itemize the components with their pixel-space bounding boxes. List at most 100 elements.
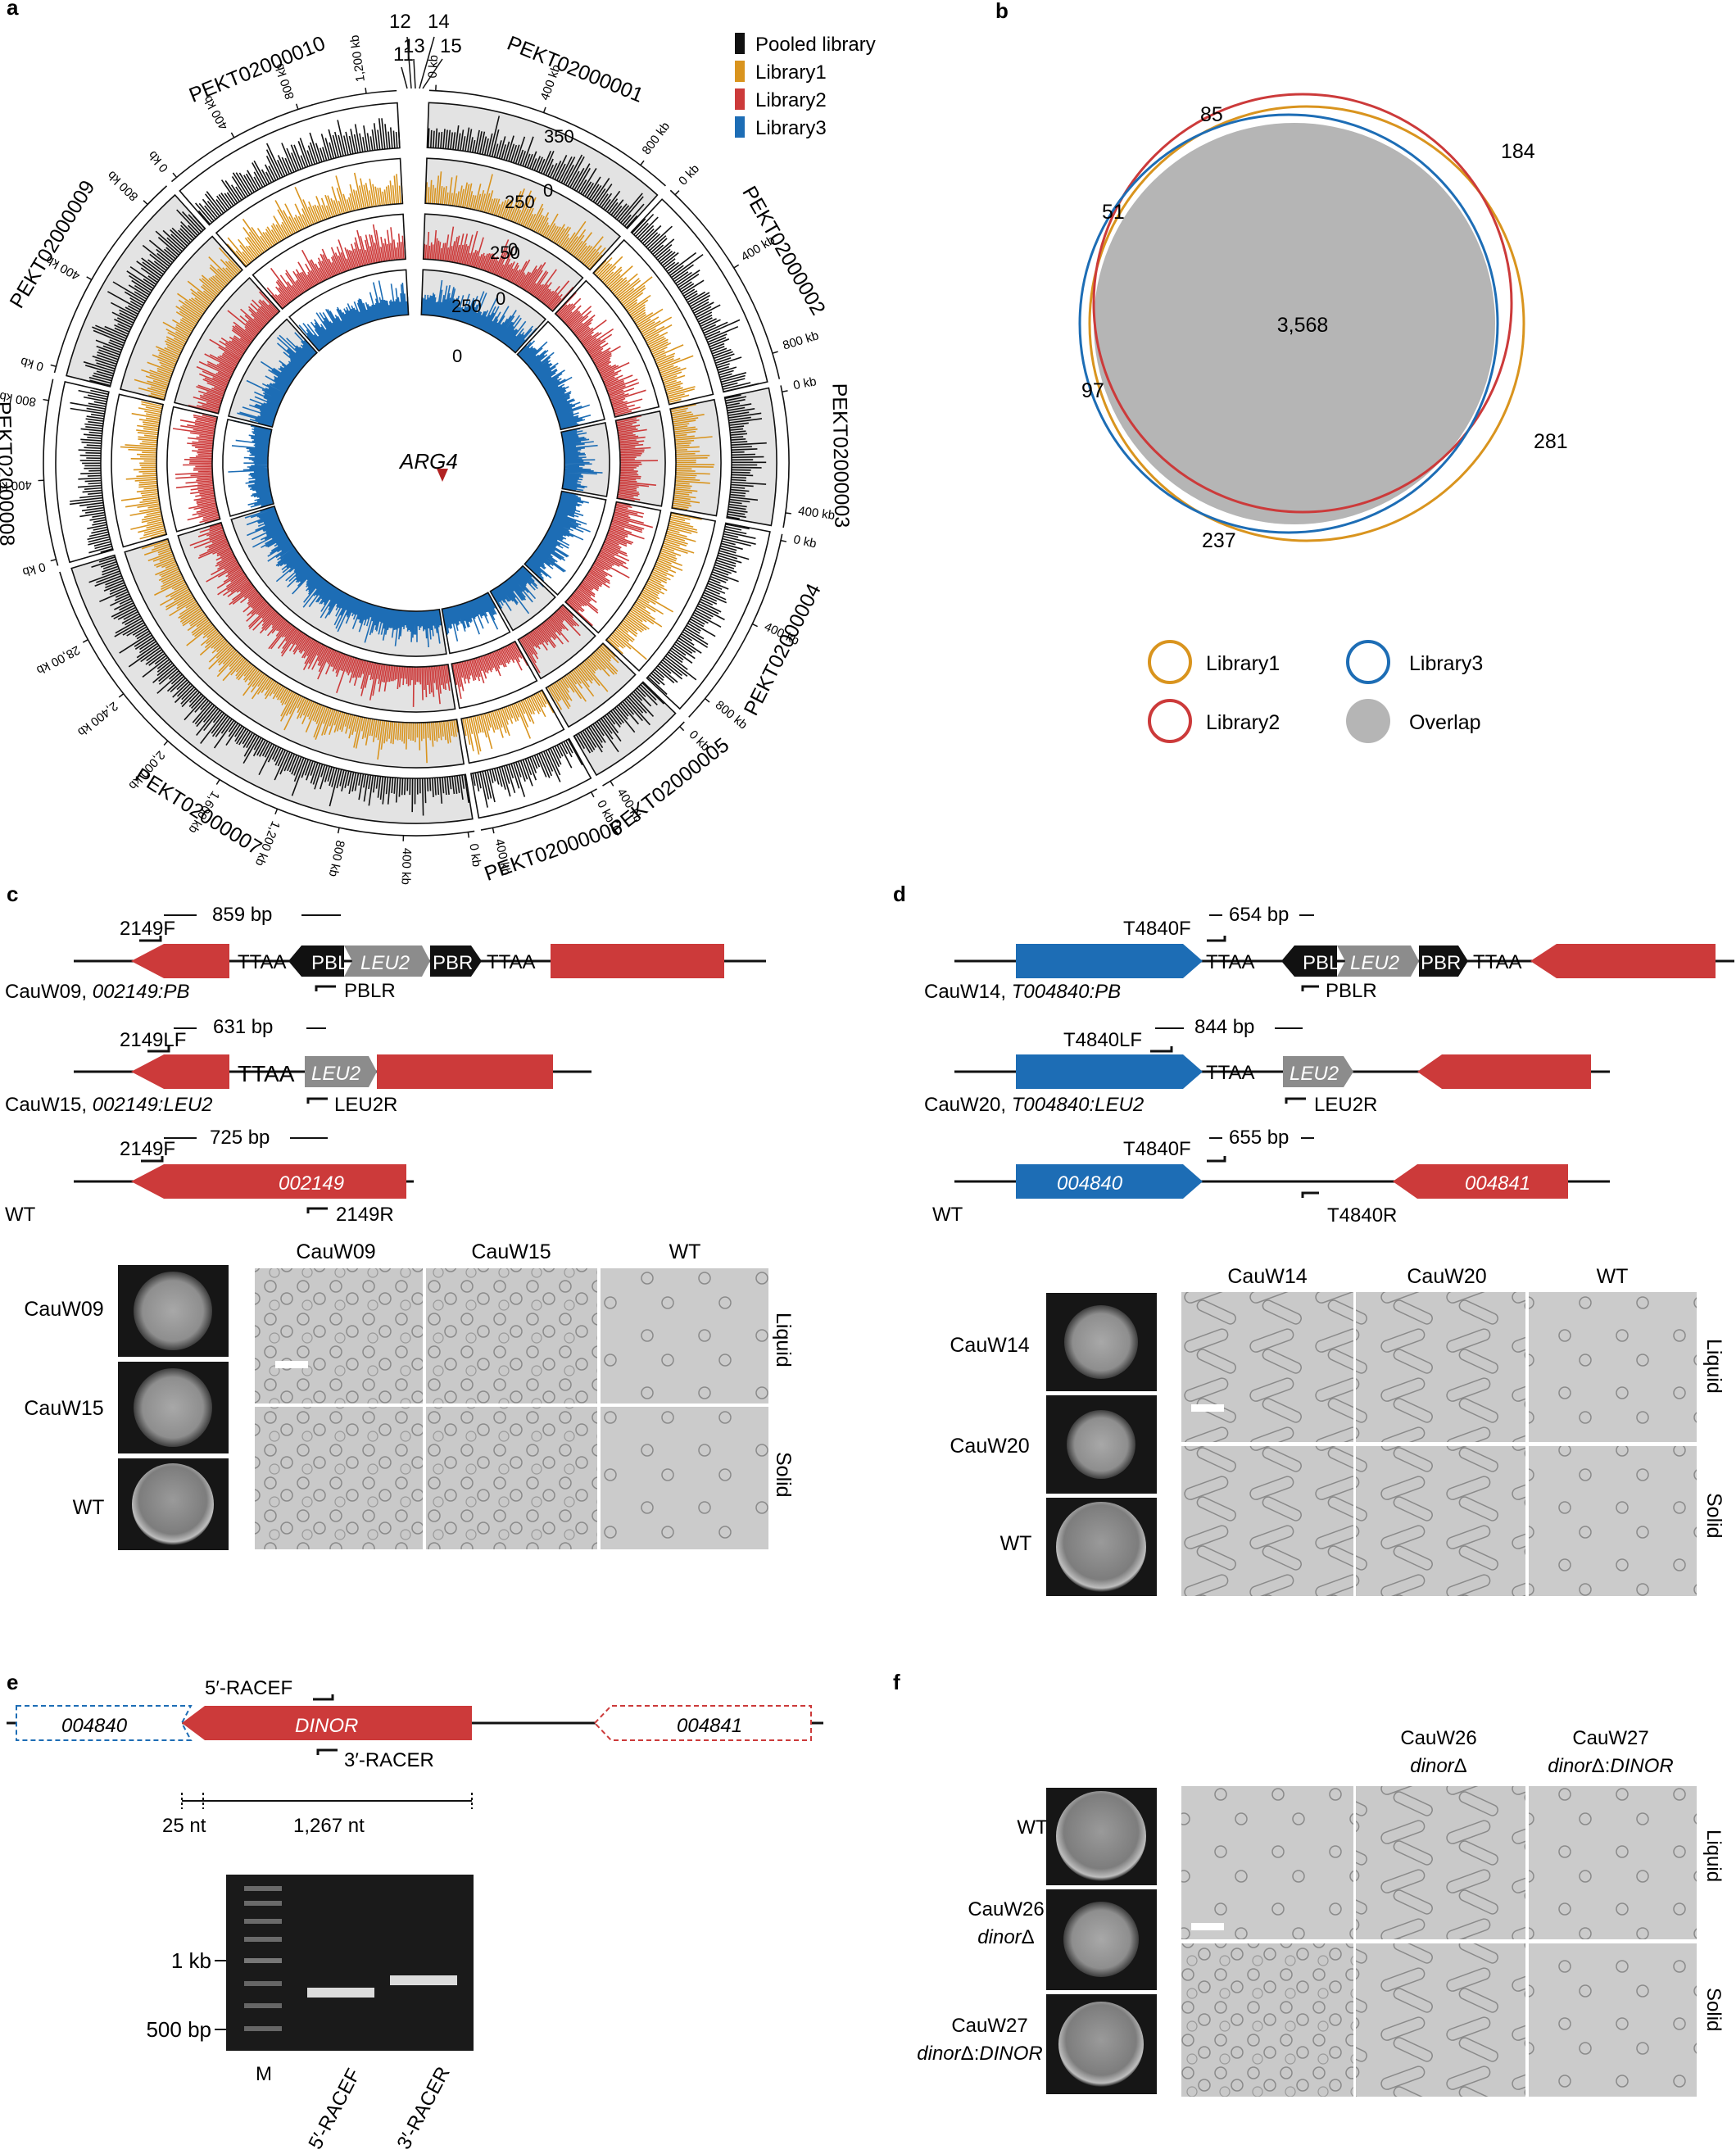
track-outline	[124, 537, 465, 769]
primer-leu2r: LEU2R	[334, 1094, 397, 1116]
scale-ring	[602, 721, 685, 787]
scale-ring	[428, 89, 666, 187]
size-859: 859 bp	[212, 904, 272, 926]
venn-value-237: 237	[1202, 529, 1236, 552]
legend-swatch-library3	[735, 116, 745, 138]
d-col-wt: WT	[1597, 1265, 1629, 1288]
band-5racef	[307, 1988, 374, 1998]
scale-lib1-min: 0	[508, 239, 518, 260]
track-outline	[424, 157, 622, 271]
scale-lib3-max: 250	[451, 296, 482, 316]
legend-swatch-library1	[735, 61, 745, 82]
track-outlines	[43, 89, 790, 837]
scale-ring	[669, 189, 781, 379]
position-tick	[365, 88, 367, 94]
position-tick	[674, 190, 680, 196]
f-col-cauw27-genotype: dinorΔ:DINOR	[1548, 1755, 1673, 1777]
f-cond-solid: Solid	[1702, 1988, 1725, 2031]
small-contig-14: 14	[428, 11, 450, 33]
legend-b-overlap-swatch	[1346, 699, 1390, 743]
svg-text:PBL: PBL	[1303, 952, 1339, 974]
tick-label: 2,400 kb	[75, 699, 120, 739]
contig-label: PEKT02000001	[504, 32, 646, 107]
d-cond-solid: Solid	[1702, 1493, 1725, 1539]
svg-text:PBR: PBR	[1421, 952, 1461, 974]
legend-pooled: Pooled library	[755, 34, 876, 56]
scale-ring	[780, 385, 790, 528]
gene-002149-left	[131, 944, 229, 978]
len-1267nt: 1,267 nt	[293, 1815, 365, 1837]
gene-002149-label: 002149	[279, 1172, 344, 1195]
position-tick	[780, 539, 787, 542]
contig-shade	[546, 643, 636, 728]
scale-bar-d	[1191, 1404, 1224, 1412]
tick-label: 0 kb	[146, 148, 171, 175]
track-outline	[422, 213, 584, 313]
tick-label: 0 kb	[466, 843, 483, 868]
colony-cauw26	[1063, 1902, 1139, 1977]
panel-label-e: e	[7, 1670, 18, 1694]
svg-text:PBLR: PBLR	[1326, 980, 1377, 1002]
svg-text:T4840R: T4840R	[1327, 1204, 1397, 1227]
gene-004841-label: 004841	[1465, 1172, 1530, 1195]
f-row-cauw26-genotype: dinorΔ	[977, 1926, 1034, 1948]
pbr-element	[430, 945, 482, 977]
venn-value-97: 97	[1081, 379, 1104, 402]
contig-shade	[66, 195, 206, 387]
venn-value-85: 85	[1200, 103, 1223, 126]
micrograph-cauw20-liquid	[1356, 1292, 1525, 1442]
d-row-wt: WT	[1000, 1532, 1032, 1555]
f-row-cauw26: CauW26	[968, 1898, 1044, 1920]
position-tick	[43, 398, 49, 401]
position-tick	[785, 512, 791, 515]
c-col-wt: WT	[669, 1240, 701, 1263]
scale-ring	[43, 379, 59, 566]
e-gene-dinor: DINOR	[295, 1715, 358, 1737]
panel-label-d: d	[893, 882, 906, 906]
micrograph-f-wt-liquid	[1181, 1786, 1353, 1939]
tick-label: 800 kb	[639, 120, 673, 157]
track-outline	[614, 410, 666, 507]
contig-shade	[178, 522, 456, 713]
pbl-label: PBL	[311, 952, 348, 974]
tick-label: 800 kb	[105, 168, 141, 203]
d-row-cauw14: CauW14	[950, 1334, 1029, 1357]
position-tick	[50, 364, 57, 367]
contig-label: PEKT02000010	[186, 32, 329, 107]
scale-pooled-min: 0	[543, 180, 553, 201]
tick-label: 0 kb	[792, 374, 818, 392]
colony-cauw09	[134, 1272, 212, 1350]
legend-b-library2-swatch	[1148, 699, 1192, 743]
track-outline	[420, 269, 547, 354]
legend-library2: Library2	[755, 89, 827, 111]
position-tick	[230, 132, 235, 138]
micrograph-wt-solid-d	[1529, 1446, 1697, 1596]
contig-shade	[111, 394, 167, 547]
panel-c-constructs: TTAA PBL LEU2 PBR TTAA 2149F 859 bp PBLR…	[5, 904, 766, 1226]
colony-cauw14	[1064, 1305, 1138, 1379]
colony-wt-d	[1056, 1502, 1146, 1592]
track-outline	[554, 279, 660, 418]
library1-circle	[1088, 105, 1525, 542]
legend-swatch-library2	[735, 88, 745, 110]
legend-b-library1-swatch	[1148, 640, 1192, 684]
f-cond-liquid: Liquid	[1702, 1830, 1725, 1882]
pbr-label: PBR	[433, 952, 473, 974]
small-contig-13: 13	[403, 35, 425, 57]
panel-e: 004840 DINOR 004841 5′-RACEF 3′-RACER 25…	[7, 1677, 823, 2153]
d-cond-liquid: Liquid	[1702, 1339, 1725, 1394]
gene-004840	[1016, 1164, 1203, 1199]
micrograph-cauw20-solid	[1356, 1446, 1525, 1596]
tick-label: 0 kb	[426, 55, 441, 79]
micrograph-f-cauw26-solid	[1356, 1943, 1525, 2097]
track-outline	[630, 198, 768, 393]
position-tick	[610, 780, 614, 787]
gene-004841	[1393, 1164, 1568, 1199]
overlap-area	[1094, 123, 1495, 524]
track-outline	[545, 642, 637, 728]
scale-lib3-min: 0	[452, 346, 462, 366]
track-outline	[669, 398, 722, 517]
panel-d-images: CauW14 CauW20 WT CauW14 CauW20 WT Liquid…	[950, 1265, 1725, 1596]
contig-label: PEKT02000003	[827, 383, 853, 528]
legend-b-library2: Library2	[1206, 711, 1280, 734]
